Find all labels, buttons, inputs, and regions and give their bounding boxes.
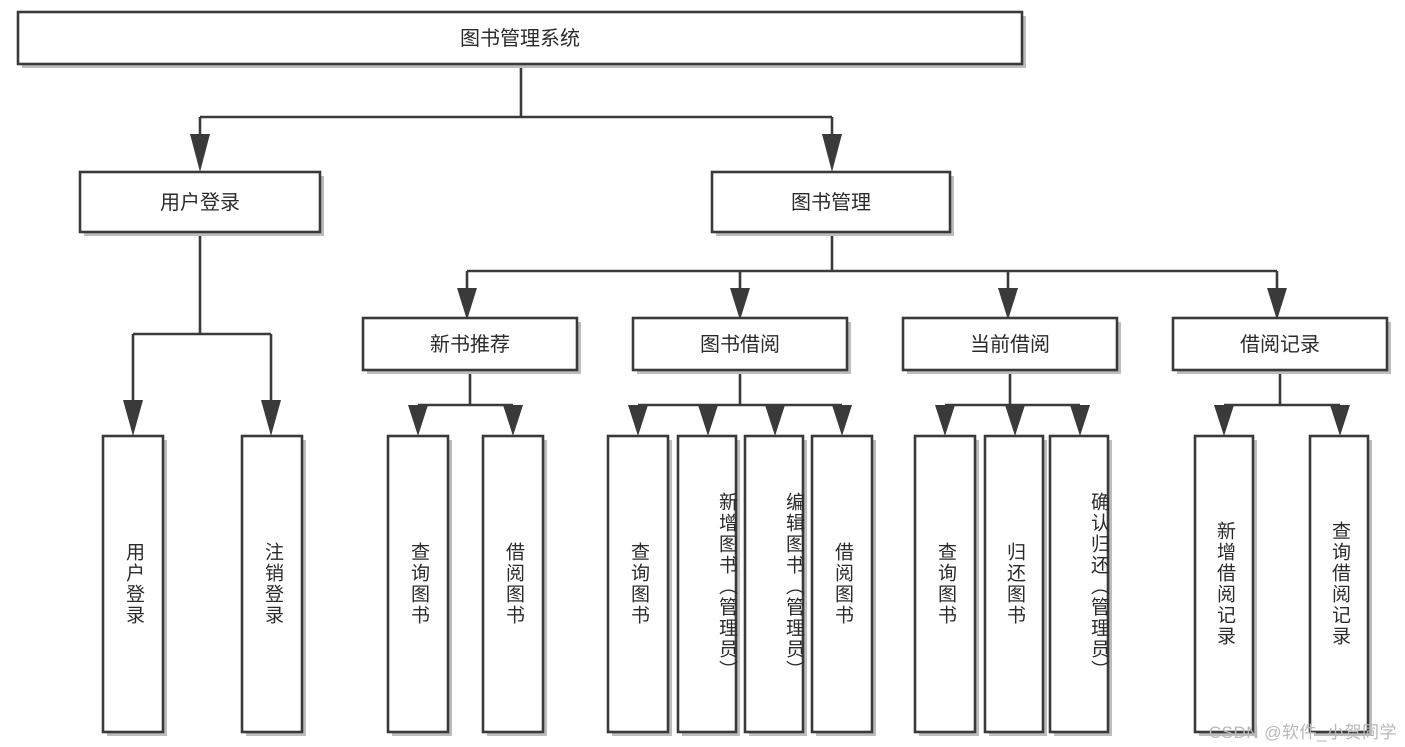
leaf-query-book-1-label: 查询图书 <box>407 542 429 626</box>
arrowhead-user-login <box>190 134 210 172</box>
node-borrow-record[interactable]: 借阅记录 <box>1171 316 1391 374</box>
leaf-query-book-2-label: 查询图书 <box>627 542 649 626</box>
node-new-book-rec[interactable]: 新书推荐 <box>361 316 581 374</box>
leaf-confirm-return-box[interactable] <box>1048 434 1110 734</box>
watermark-text: CSDN @软件_小贺同学 <box>1208 723 1397 742</box>
arrowhead-leaf-add-book <box>698 405 718 436</box>
node-user-login[interactable]: 用户登录 <box>78 170 324 236</box>
leaf-query-book-1-box[interactable] <box>386 434 450 734</box>
arrowhead-leaf-confirm-return <box>1070 405 1090 436</box>
leaf-query-book-2-box[interactable] <box>606 434 670 734</box>
node-root-label: 图书管理系统 <box>460 27 580 50</box>
arrowhead-book-borrow <box>730 288 750 320</box>
arrowhead-new-book-rec <box>457 288 477 320</box>
leaf-confirm-return-label: 确认归还（管理员） <box>1088 491 1109 681</box>
leaf-return-book-box[interactable] <box>983 434 1045 734</box>
node-user-login-box[interactable] <box>78 170 322 234</box>
arrowhead-leaf-borrow-book-1 <box>503 405 523 436</box>
arrowhead-leaf-edit-book <box>765 405 785 436</box>
node-user-login-label: 用户登录 <box>160 191 240 214</box>
node-borrow-record-box[interactable] <box>1171 316 1389 372</box>
leaf-boxes <box>101 434 1372 736</box>
arrowhead-book-manage <box>822 134 842 172</box>
leaf-borrow-book-2-box[interactable] <box>810 434 874 734</box>
arrowhead-leaf-query-record <box>1330 405 1350 436</box>
node-book-borrow[interactable]: 图书借阅 <box>631 316 851 374</box>
arrowhead-current-borrow <box>998 288 1018 320</box>
leaf-edit-book-label: 编辑图书（管理员） <box>783 491 804 681</box>
arrowhead-leaf-borrow-book-2 <box>832 405 852 436</box>
leaf-user-login-box[interactable] <box>101 434 165 734</box>
arrowhead-leaf-user-login <box>123 400 143 436</box>
connectors <box>123 64 1350 436</box>
leaf-borrow-book-2-label: 借阅图书 <box>831 542 853 626</box>
node-root[interactable]: 图书管理系统 <box>16 10 1026 68</box>
arrowhead-leaf-query-book-1 <box>408 405 428 436</box>
node-book-manage-box[interactable] <box>710 170 952 234</box>
leaf-return-book-label: 归还图书 <box>1003 542 1025 626</box>
leaf-add-book-box[interactable] <box>676 434 738 734</box>
node-current-borrow[interactable]: 当前借阅 <box>901 316 1121 374</box>
arrowhead-leaf-add-record <box>1214 405 1234 436</box>
node-book-borrow-box[interactable] <box>631 316 849 372</box>
leaf-logout-login-box[interactable] <box>240 434 304 734</box>
arrowhead-leaf-logout-login <box>261 400 281 436</box>
node-borrow-record-label: 借阅记录 <box>1240 333 1320 356</box>
node-new-book-rec-label: 新书推荐 <box>430 333 510 356</box>
leaf-query-book-3-box[interactable] <box>913 434 977 734</box>
node-new-book-rec-box[interactable] <box>361 316 579 372</box>
node-root-box[interactable] <box>16 10 1024 66</box>
leaf-edit-book-box[interactable] <box>743 434 805 734</box>
arrowhead-borrow-record <box>1267 288 1287 320</box>
leaf-borrow-book-1-label: 借阅图书 <box>502 542 524 626</box>
node-book-borrow-label: 图书借阅 <box>700 333 780 356</box>
arrowhead-leaf-query-book-2 <box>628 405 648 436</box>
node-current-borrow-box[interactable] <box>901 316 1119 372</box>
leaf-add-record-box[interactable] <box>1193 434 1255 734</box>
node-current-borrow-label: 当前借阅 <box>970 333 1050 356</box>
leaf-borrow-book-1-box[interactable] <box>481 434 545 734</box>
leaf-query-record-label: 查询借阅记录 <box>1328 521 1350 647</box>
arrowhead-leaf-return-book <box>1005 405 1025 436</box>
leaf-user-login-label: 用户登录 <box>122 542 144 626</box>
leaf-query-book-3-label: 查询图书 <box>934 542 956 626</box>
node-book-manage-label: 图书管理 <box>791 191 871 214</box>
leaf-query-record-box[interactable] <box>1308 434 1370 734</box>
leaf-add-book-label: 新增图书（管理员） <box>716 491 737 681</box>
leaf-add-record-label: 新增借阅记录 <box>1213 521 1235 647</box>
node-book-manage[interactable]: 图书管理 <box>710 170 954 236</box>
leaf-logout-login-label: 注销登录 <box>261 542 283 626</box>
arrowhead-leaf-query-book-3 <box>935 405 955 436</box>
